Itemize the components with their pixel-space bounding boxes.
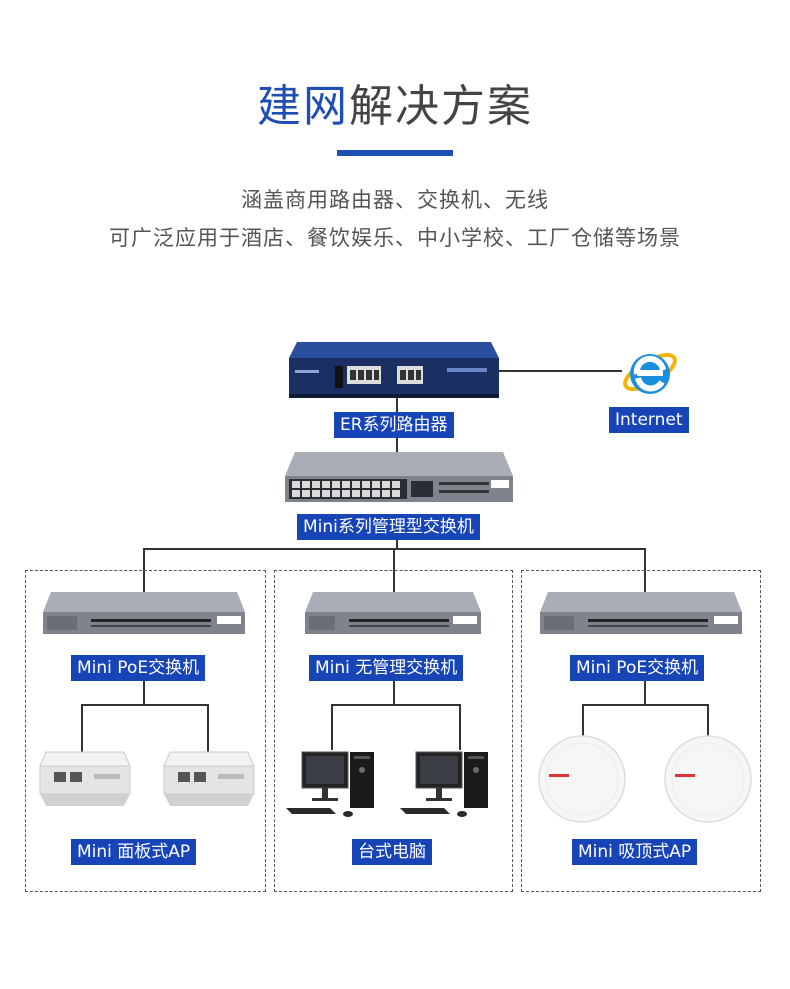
- router-to-internet-line: [496, 370, 622, 372]
- subtitle-line-1: 涵盖商用路由器、交换机、无线: [241, 188, 549, 212]
- left-switch-label: Mini PoE交换机: [71, 655, 206, 681]
- left-switch-down-line: [143, 680, 145, 705]
- right-switch-down-line: [644, 680, 646, 705]
- desktop-pc-icon: [400, 751, 488, 817]
- title-rest: 解决方案: [349, 81, 533, 132]
- router-label: ER系列路由器: [334, 412, 454, 438]
- mid-unmanaged-switch-icon: [305, 592, 481, 634]
- right-poe-switch-icon: [540, 592, 742, 634]
- right-switch-label: Mini PoE交换机: [570, 655, 705, 681]
- desktop-pc-icon: [286, 751, 374, 817]
- mid-switch-down-line: [393, 680, 395, 705]
- internet-label: Internet: [609, 407, 689, 433]
- mid-branch-line: [331, 704, 461, 706]
- core-switch-label: Mini系列管理型交换机: [297, 514, 480, 540]
- desktop-label: 台式电脑: [352, 839, 432, 865]
- ceiling-ap-label: Mini 吸顶式AP: [572, 839, 698, 865]
- right-branch-line: [582, 704, 709, 706]
- title-underline: [337, 150, 453, 156]
- mid-pc1-line: [331, 704, 333, 750]
- left-ap1-line: [81, 704, 83, 752]
- ceiling-ap-icon: [664, 735, 752, 823]
- title-highlight: 建网: [257, 81, 349, 132]
- mid-group-box: [274, 570, 513, 892]
- internet-explorer-icon: [623, 353, 677, 394]
- ceiling-ap-icon: [538, 735, 626, 823]
- panel-ap-icon: [163, 751, 255, 806]
- right-ap2-line: [707, 704, 709, 740]
- left-branch-line: [81, 704, 209, 706]
- panel-ap-icon: [39, 751, 131, 806]
- mid-pc2-line: [459, 704, 461, 750]
- core-switch-icon: [285, 452, 513, 502]
- panel-ap-label: Mini 面板式AP: [71, 839, 197, 865]
- page-title: 建网解决方案: [0, 70, 790, 134]
- left-poe-switch-icon: [43, 592, 245, 634]
- mid-switch-label: Mini 无管理交换机: [309, 655, 464, 681]
- left-group-box: [25, 570, 266, 892]
- left-ap2-line: [207, 704, 209, 752]
- right-ap1-line: [582, 704, 584, 740]
- right-group-box: [521, 570, 761, 892]
- subtitle-line-2: 可广泛应用于酒店、餐饮娱乐、中小学校、工厂仓储等场景: [109, 226, 681, 250]
- router-icon: [289, 342, 499, 398]
- core-down-line: [396, 535, 398, 549]
